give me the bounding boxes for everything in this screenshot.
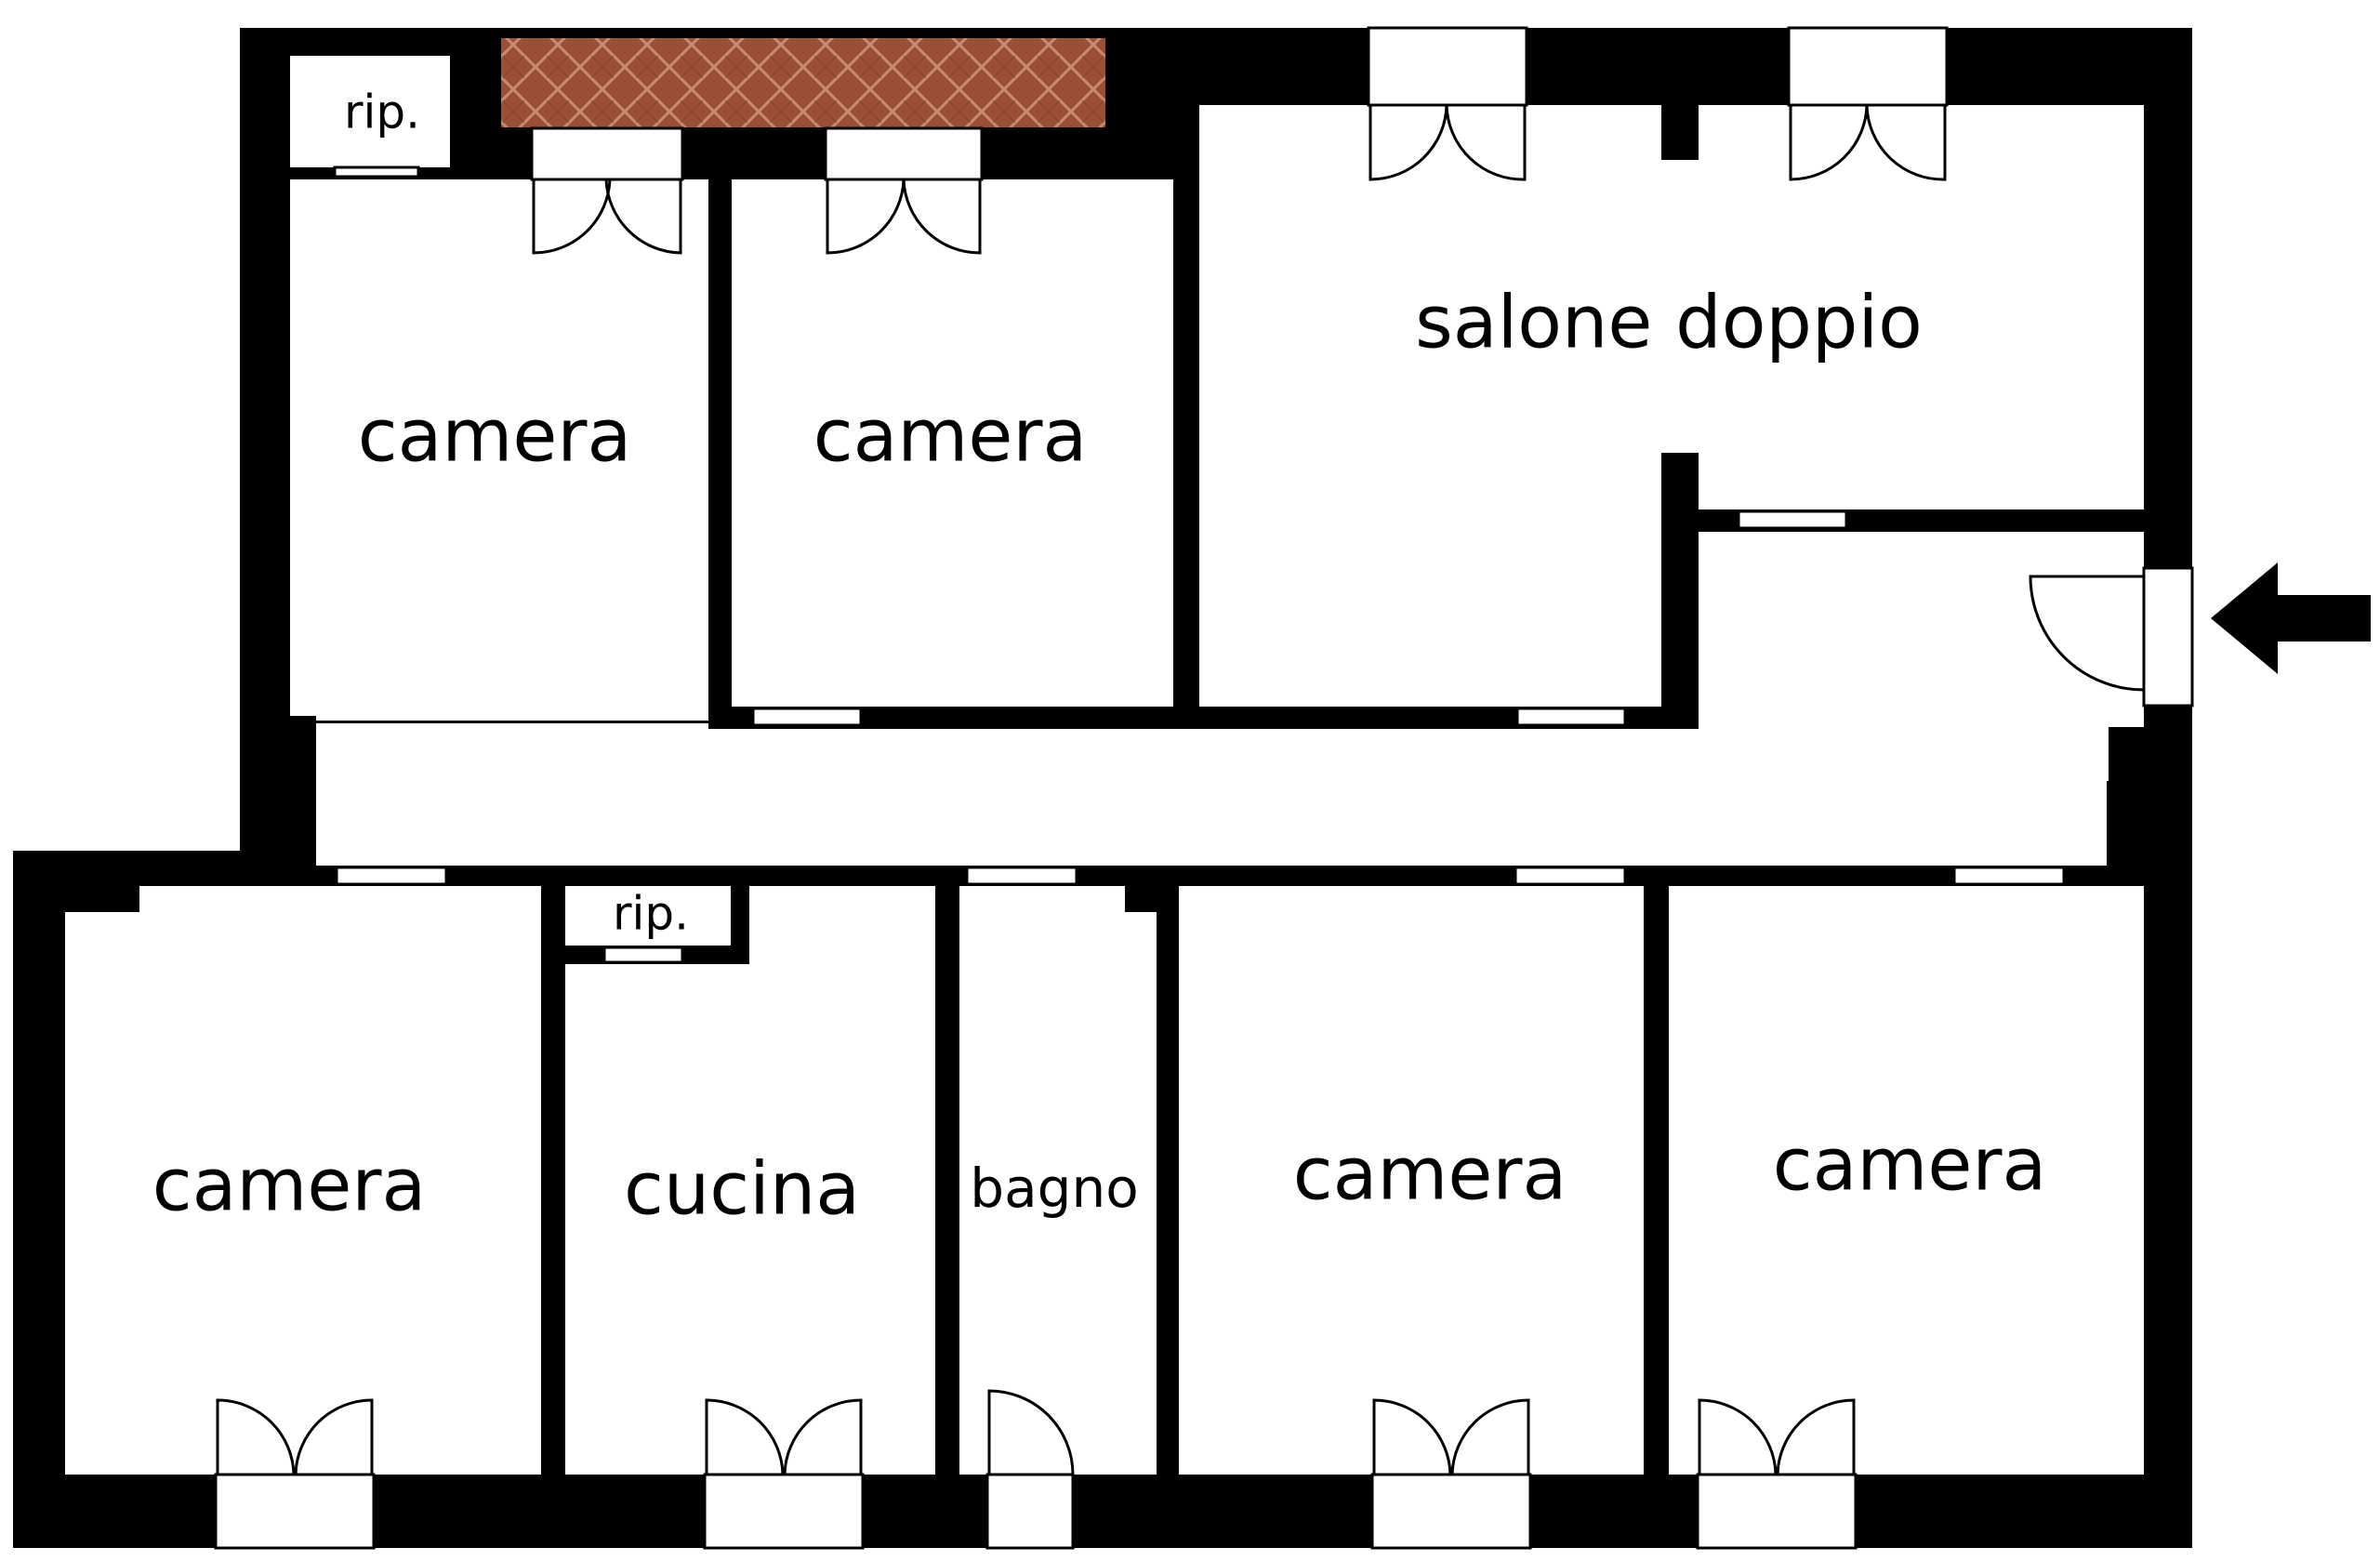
bedroom-bottom-right-label: camera — [1773, 1123, 2047, 1207]
closet-kitchen-label: rip. — [613, 887, 689, 941]
bedroom-top-left-label: camera — [358, 394, 632, 478]
terrace-tiles — [499, 36, 1107, 129]
closet-top-label: rip. — [344, 86, 420, 139]
room-labels: rip. camera camera salone doppio camera … — [152, 86, 2047, 1232]
arrow-left-icon — [2211, 562, 2371, 674]
floors — [65, 56, 2144, 1475]
bathroom-label: bagno — [970, 1157, 1138, 1220]
kitchen-label: cucina — [624, 1147, 860, 1231]
exterior-openings — [214, 26, 2194, 1550]
living-room-label: salone doppio — [1415, 281, 1923, 364]
bedroom-top-center-label: camera — [813, 394, 1088, 478]
door-swings — [216, 104, 2146, 1475]
interior-door-sills — [333, 165, 2066, 964]
bedroom-bottom-left-label: camera — [152, 1144, 427, 1227]
bedroom-bottom-center-label: camera — [1293, 1132, 1567, 1216]
